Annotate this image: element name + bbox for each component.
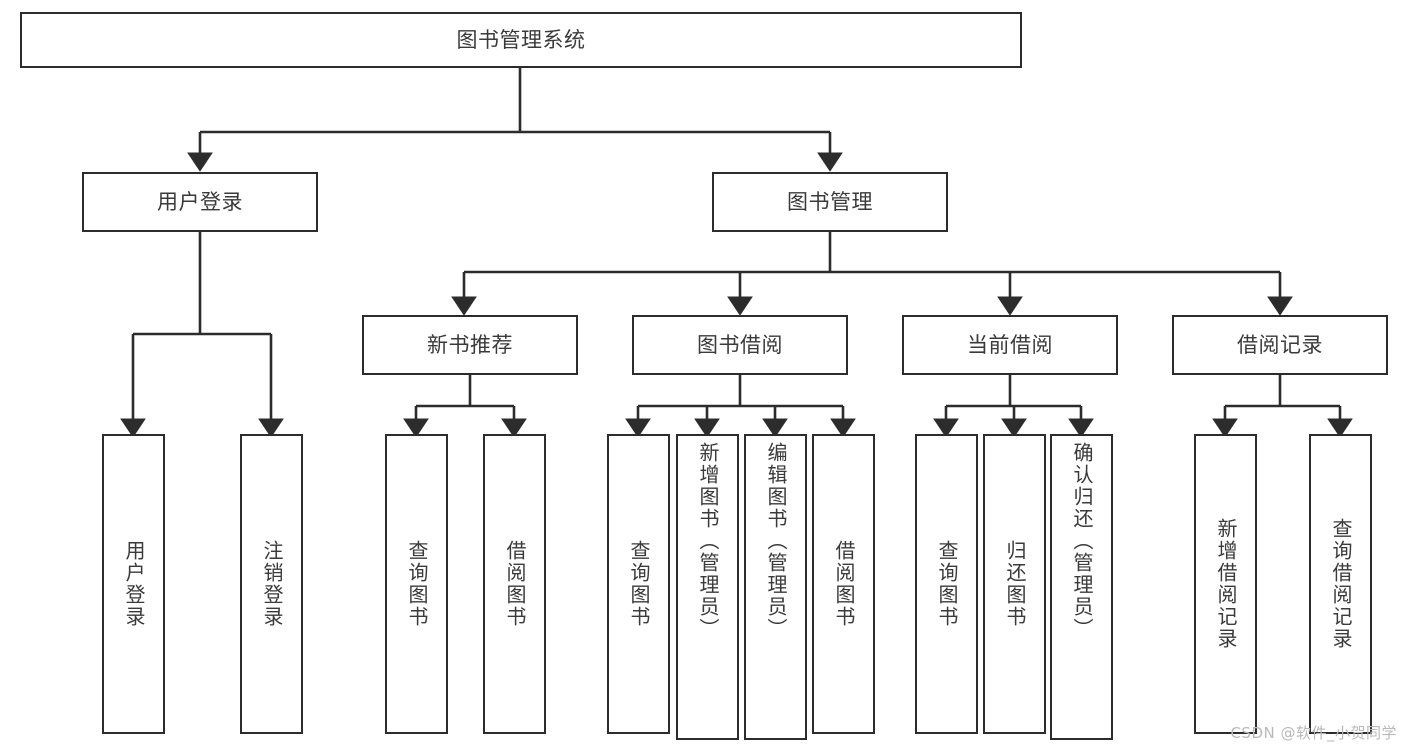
leaf-label: 新增图书（管理员） [696, 442, 720, 640]
node-book-management[interactable]: 图书管理 [712, 172, 948, 232]
node-root-library-system[interactable]: 图书管理系统 [20, 12, 1022, 68]
node-new-book-recommend[interactable]: 新书推荐 [362, 315, 578, 375]
node-label: 新书推荐 [427, 332, 513, 357]
leaf-label: 注销登录 [260, 540, 284, 628]
leaf-add-book-admin[interactable]: 新增图书（管理员） [676, 434, 739, 740]
leaf-label: 借阅图书 [832, 540, 856, 628]
leaf-label: 查询图书 [935, 540, 959, 628]
node-borrow-record[interactable]: 借阅记录 [1172, 315, 1388, 375]
leaf-borrow-book[interactable]: 借阅图书 [812, 434, 875, 734]
leaf-query-book-current[interactable]: 查询图书 [915, 434, 978, 734]
leaf-query-borrow-record[interactable]: 查询借阅记录 [1309, 434, 1372, 734]
leaf-label: 查询图书 [627, 540, 651, 628]
leaf-return-book[interactable]: 归还图书 [983, 434, 1046, 734]
leaf-label: 编辑图书（管理员） [764, 442, 788, 640]
leaf-add-borrow-record[interactable]: 新增借阅记录 [1194, 434, 1257, 734]
node-label: 当前借阅 [967, 332, 1053, 357]
leaf-label: 查询图书 [405, 540, 429, 628]
leaf-label: 新增借阅记录 [1214, 518, 1238, 650]
node-label: 图书管理 [787, 189, 873, 214]
leaf-edit-book-admin[interactable]: 编辑图书（管理员） [744, 434, 807, 740]
node-label: 图书借阅 [697, 332, 783, 357]
node-book-borrow[interactable]: 图书借阅 [632, 315, 848, 375]
leaf-label: 确认归还（管理员） [1070, 442, 1094, 640]
leaf-label: 归还图书 [1003, 540, 1027, 628]
node-current-borrow[interactable]: 当前借阅 [902, 315, 1118, 375]
leaf-logout-login[interactable]: 注销登录 [240, 434, 303, 734]
leaf-label: 查询借阅记录 [1329, 518, 1353, 650]
leaf-query-book-borrow[interactable]: 查询图书 [607, 434, 670, 734]
node-user-login[interactable]: 用户登录 [82, 172, 318, 232]
leaf-borrow-book-recommend[interactable]: 借阅图书 [483, 434, 546, 734]
node-label: 图书管理系统 [456, 27, 586, 52]
node-label: 借阅记录 [1237, 332, 1323, 357]
leaf-label: 借阅图书 [503, 540, 527, 628]
node-label: 用户登录 [157, 189, 243, 214]
leaf-query-book-recommend[interactable]: 查询图书 [385, 434, 448, 734]
leaf-confirm-return-admin[interactable]: 确认归还（管理员） [1050, 434, 1113, 740]
leaf-label: 用户登录 [122, 540, 146, 628]
leaf-user-login[interactable]: 用户登录 [102, 434, 165, 734]
